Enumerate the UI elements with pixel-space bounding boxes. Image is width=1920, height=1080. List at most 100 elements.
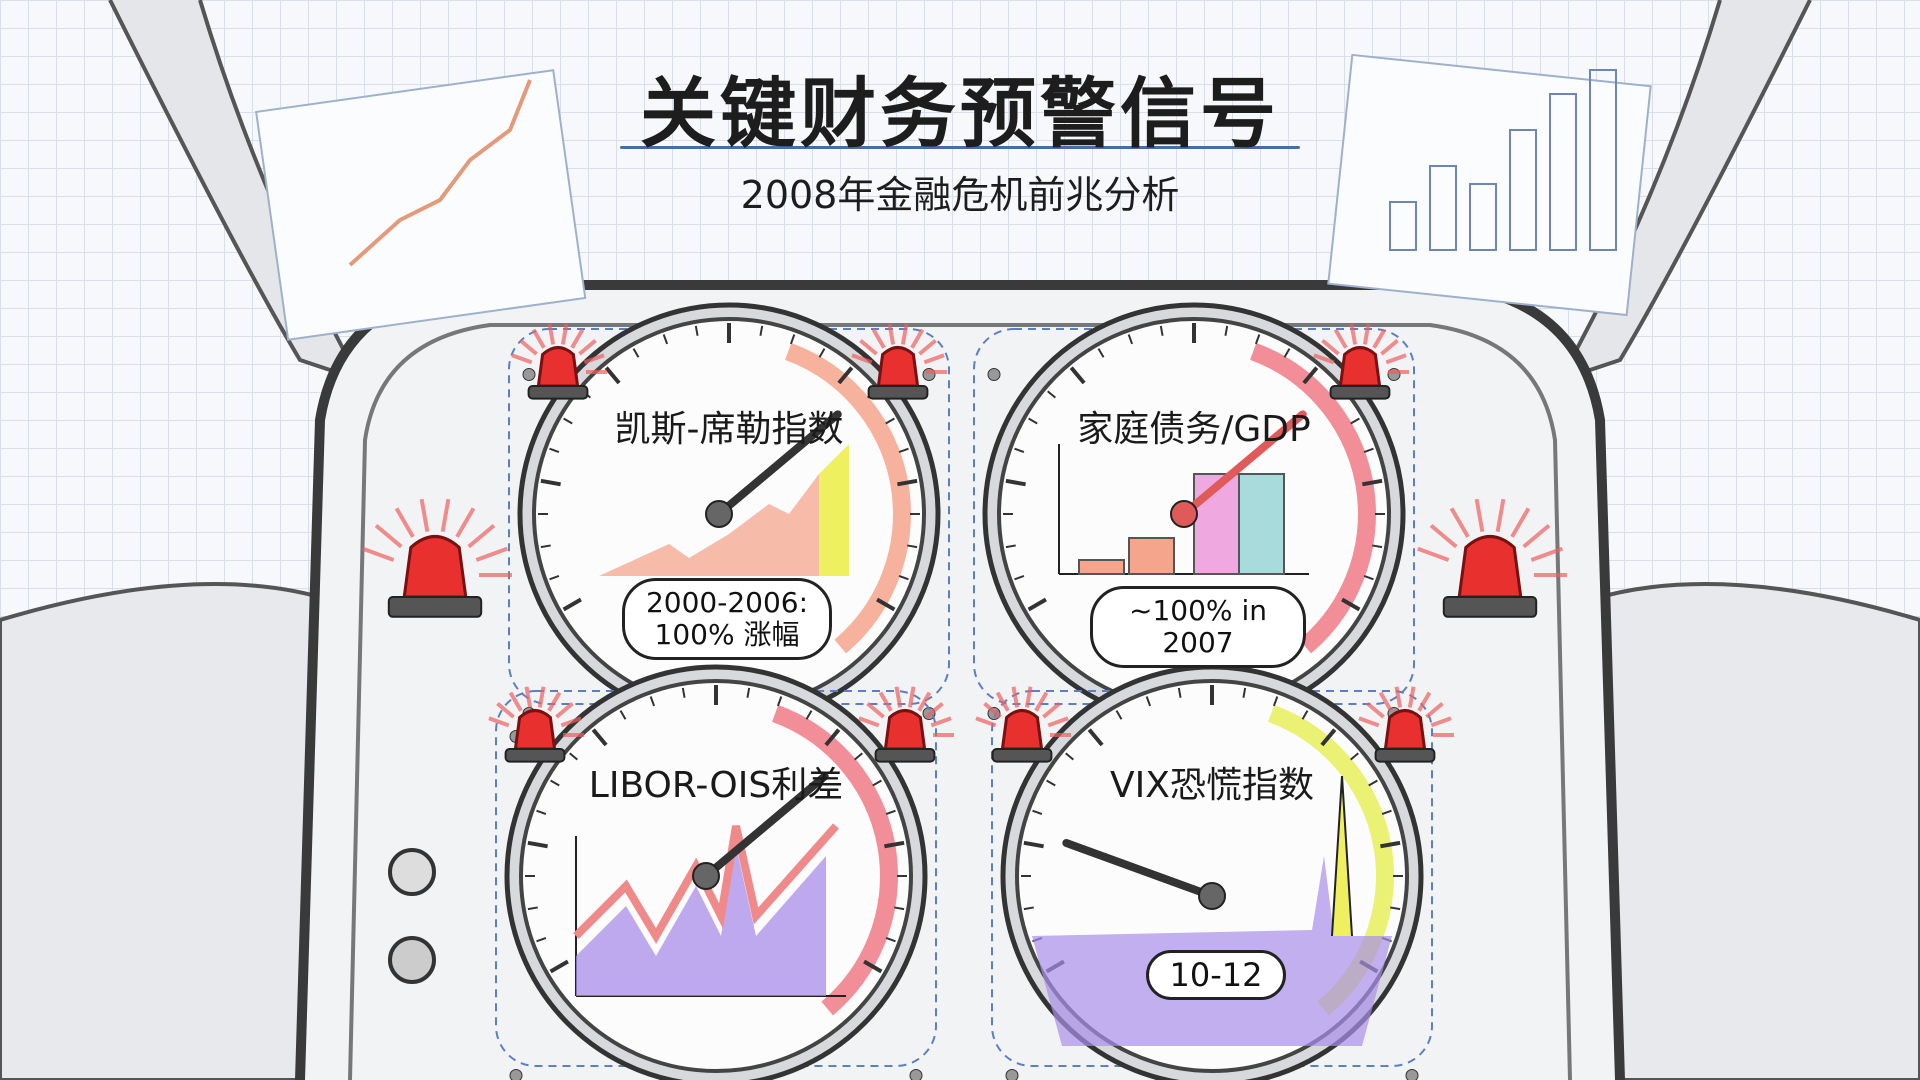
gauge-title-vix: VIX恐慌指数 — [1110, 765, 1314, 806]
gauge-tick — [694, 325, 699, 336]
alarm-ray — [560, 716, 582, 728]
gauge-tick — [759, 325, 764, 336]
gauge-tick — [1302, 366, 1319, 385]
gauge-tick — [854, 752, 863, 761]
dashboard-frame — [295, 280, 1625, 1080]
gauge-tick — [1368, 779, 1378, 787]
alarm-ray — [1313, 353, 1335, 365]
alarm-ray — [488, 716, 510, 728]
knob-icon — [388, 848, 436, 896]
screw — [909, 1069, 923, 1080]
gauge-tick — [1032, 809, 1043, 816]
gauge-tick — [872, 779, 882, 787]
gauge-tick — [569, 752, 578, 761]
alarm-ray — [1522, 523, 1551, 549]
alarm-base — [504, 748, 566, 763]
alarm-ray — [1047, 716, 1069, 728]
alarm-ray — [1385, 353, 1407, 365]
alarm-ray — [1372, 328, 1387, 349]
value-line-1: 2000-2006: — [645, 586, 809, 619]
alarm-base — [1329, 385, 1391, 400]
alarm-ray — [1474, 498, 1485, 533]
gauge-tick — [540, 478, 561, 487]
gauge-dashed-outline — [991, 690, 1433, 1067]
gauge-tick — [591, 728, 608, 747]
alarm-ray — [910, 328, 925, 349]
gauge-needle-hub — [1170, 500, 1198, 528]
paper-bar — [1589, 69, 1617, 251]
alarm-ray — [467, 523, 496, 549]
gauge-tick — [1380, 840, 1401, 849]
gauge-tick — [898, 574, 909, 581]
gauge-value-household-debt: ~100% in 2007 — [1090, 586, 1306, 668]
gauge-value-case-shiller: 2000-2006: 100% 涨幅 — [622, 578, 832, 660]
gauge-tick — [1320, 728, 1337, 747]
gauge-needle-hub — [692, 862, 720, 890]
alarm-ray — [394, 507, 415, 538]
gauge-tick — [818, 348, 826, 358]
alarm-ray — [900, 323, 909, 345]
alarm-ray — [1449, 507, 1470, 538]
gauge-tick — [549, 574, 560, 581]
gauge-tick — [876, 597, 896, 612]
alarm-ray — [570, 328, 585, 349]
alarm-ray — [1024, 686, 1033, 708]
alarm-ray — [555, 701, 574, 719]
gauge-tick — [837, 366, 854, 385]
alarm-ray — [1416, 546, 1450, 562]
gauge-tick — [1372, 544, 1383, 549]
alarm-beacon-icon — [1383, 709, 1427, 751]
alarm-beacon-icon — [513, 709, 557, 751]
gauge-tick — [527, 906, 538, 911]
gauge-needle-icon — [702, 772, 829, 880]
alarm-ray — [496, 701, 515, 719]
alarm-beacon-icon — [536, 346, 580, 388]
alarm-ray — [851, 353, 873, 365]
alarm-ray — [1530, 546, 1564, 562]
gauge-tick — [884, 840, 905, 849]
gauge-tick — [1362, 478, 1383, 487]
gauge-tick — [1027, 597, 1047, 612]
alarm-ray — [531, 328, 546, 349]
gauge-tick — [1005, 478, 1026, 487]
alarm-ray — [859, 338, 878, 356]
gauge-tick — [540, 544, 551, 549]
alarm-ray — [1380, 338, 1399, 356]
gauge-tick — [1350, 417, 1360, 425]
gauge-tick — [1014, 447, 1025, 454]
alarm-ray — [887, 323, 896, 345]
alarm-beacon-icon — [1000, 709, 1044, 751]
gauge-tick — [1254, 334, 1261, 345]
alarm-base — [1442, 596, 1538, 618]
alarm-ray — [1034, 691, 1049, 712]
alarm-ray — [925, 701, 944, 719]
gauge-tick — [632, 348, 640, 358]
gauge-tick — [1283, 348, 1291, 358]
gauge-tick — [662, 334, 669, 345]
gauge-tick — [1145, 696, 1152, 707]
alarm-ray — [1495, 498, 1506, 533]
gauge-tick — [907, 544, 918, 549]
alarm-ray — [547, 691, 562, 712]
screw — [987, 368, 1001, 381]
alarm-ray — [1425, 701, 1444, 719]
alarm-ray — [1358, 716, 1380, 728]
gauge-tick — [1046, 779, 1056, 787]
alarm-ray — [578, 338, 597, 356]
alarm-ray — [1349, 323, 1358, 345]
alarm-ray — [519, 338, 538, 356]
gauge-tick — [1023, 840, 1044, 849]
gauge-tick — [1065, 752, 1074, 761]
gauge-tick — [562, 597, 582, 612]
gauge-tick — [1350, 752, 1359, 761]
gauge-tick — [1242, 687, 1247, 698]
gauge-tick — [885, 417, 895, 425]
gauge-tick — [1177, 687, 1182, 698]
alarm-ray — [1430, 716, 1452, 728]
gauge-tick — [1363, 447, 1374, 454]
alarm-beacon-icon — [1457, 535, 1523, 599]
gauge-tick — [1097, 348, 1105, 358]
case-shiller-area — [599, 474, 819, 576]
alarm-ray — [537, 686, 546, 708]
alarm-base — [867, 385, 929, 400]
